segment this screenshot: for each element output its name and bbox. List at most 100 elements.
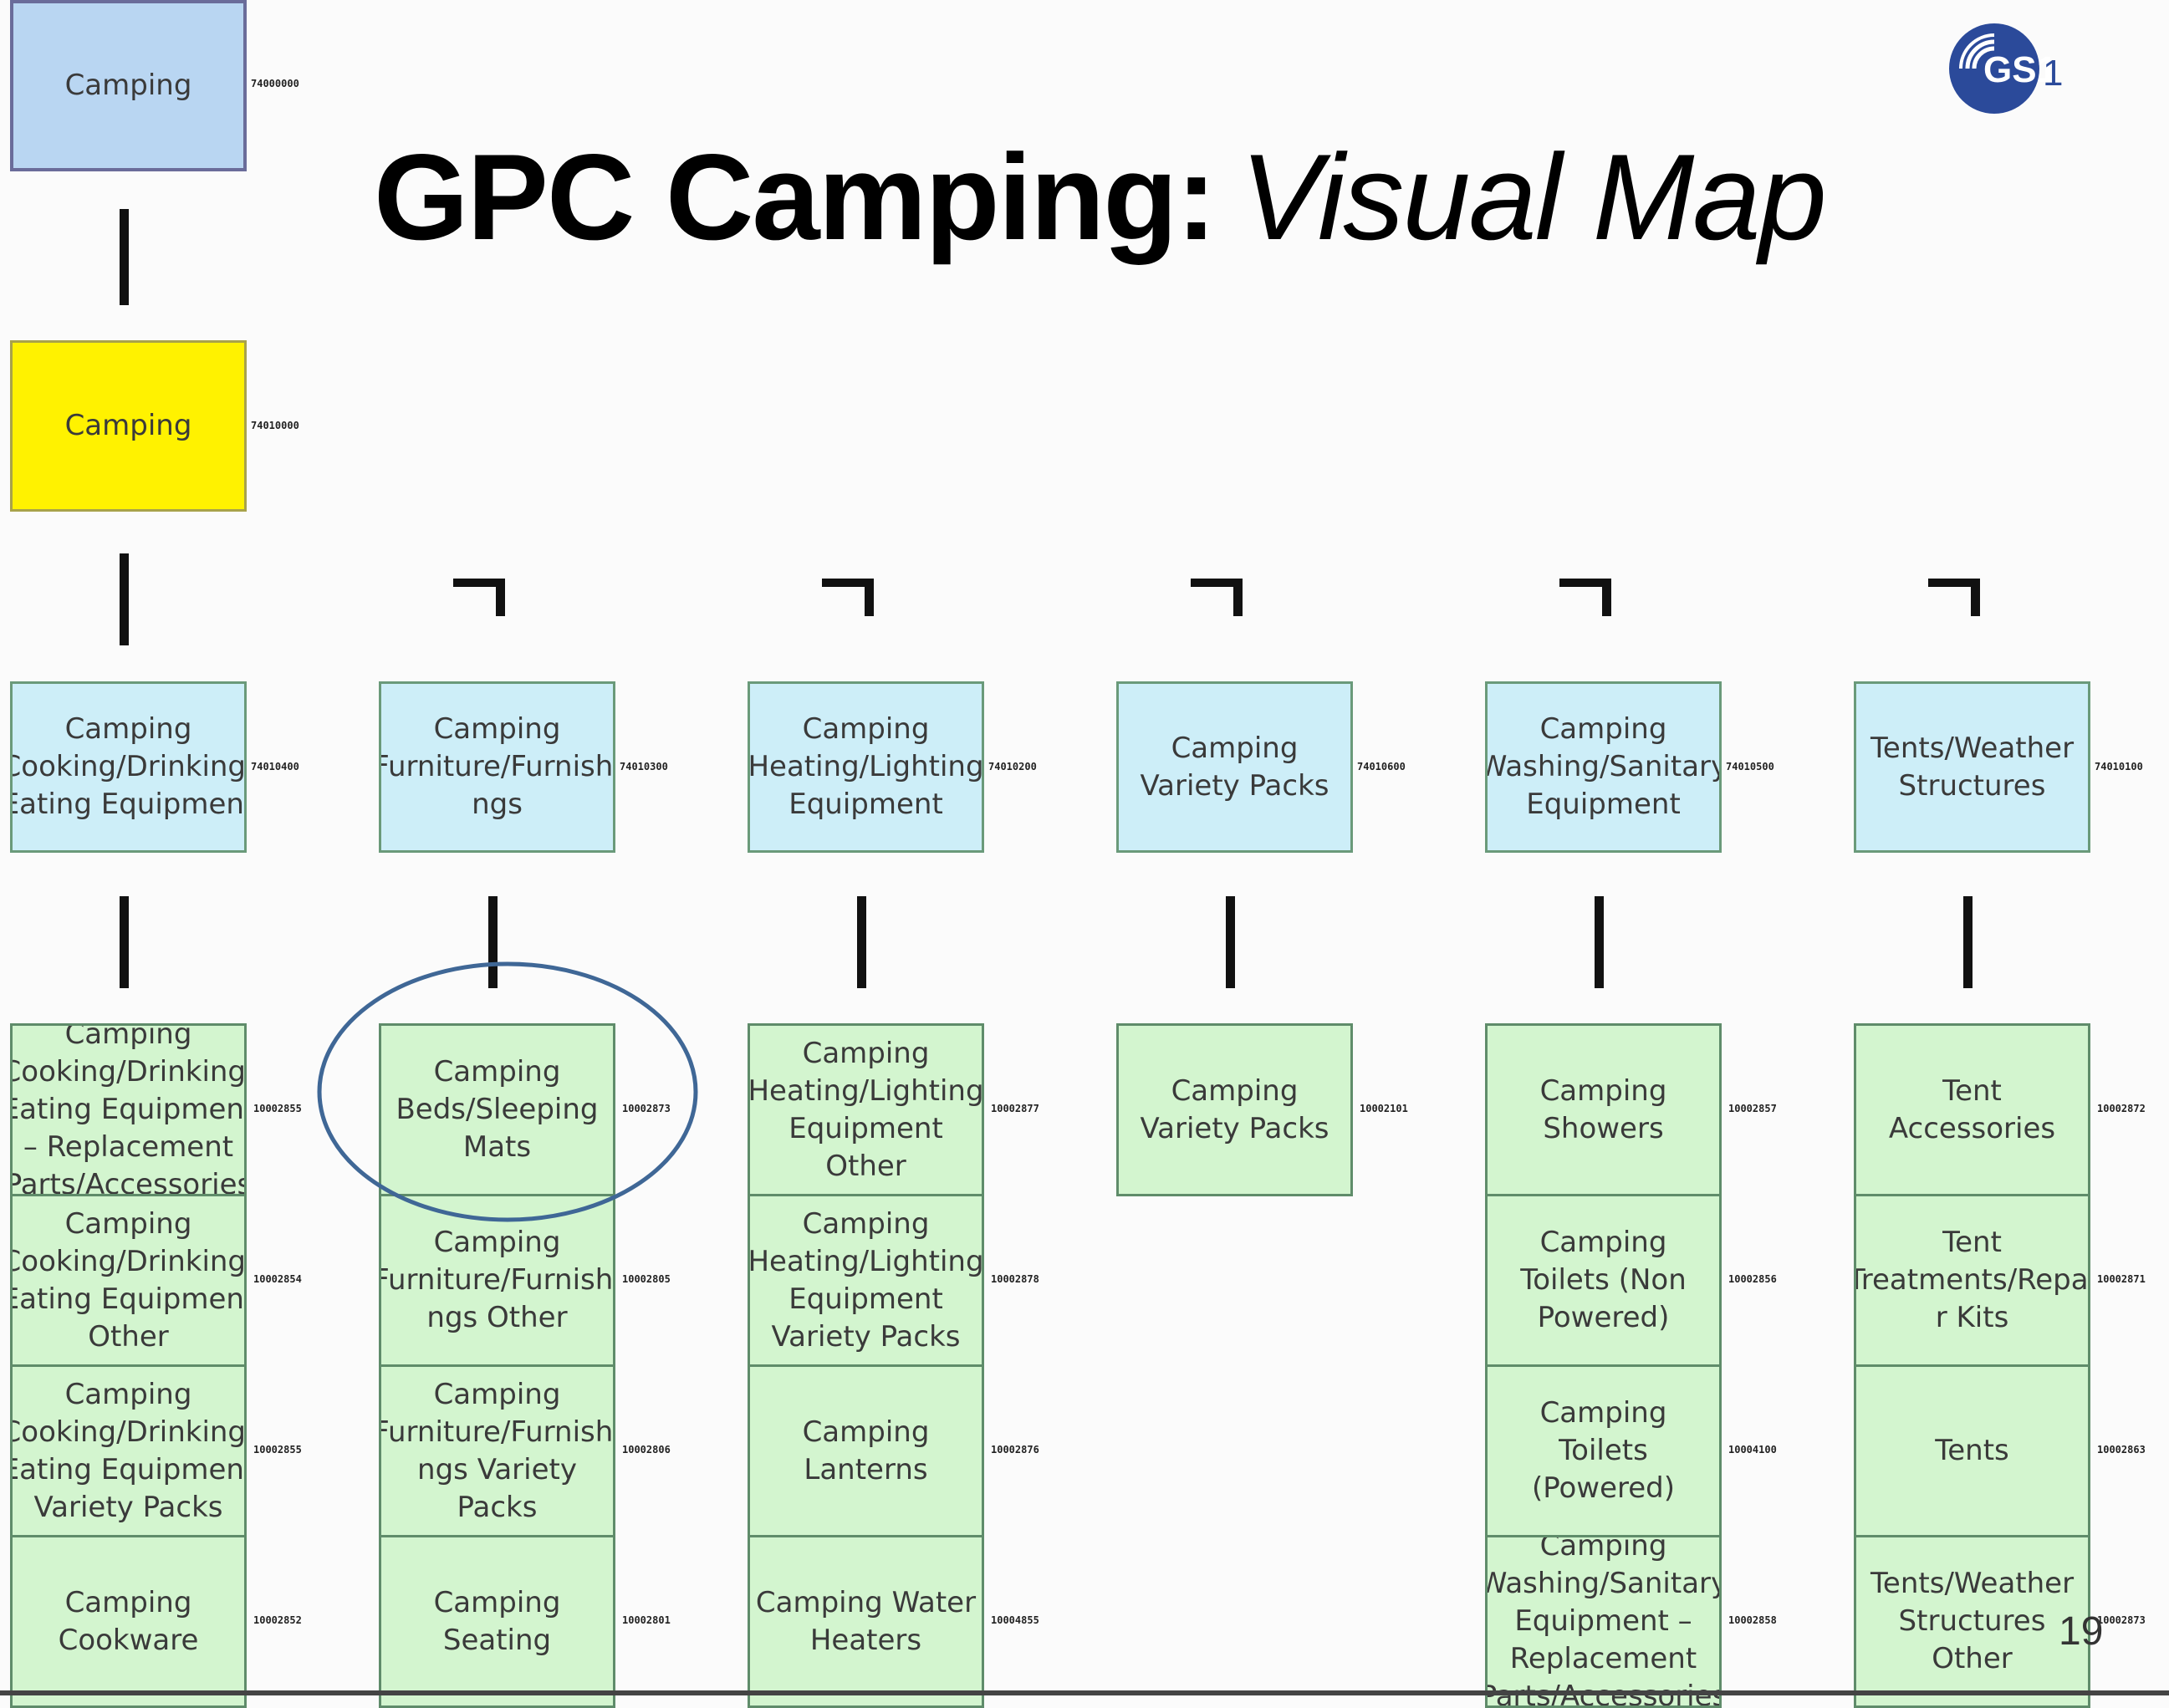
brick-code: 10002876 [991,1444,1039,1456]
connector-line [1963,896,1973,988]
brick-box: Camping Heating/Lighting Equipment Other [748,1023,984,1196]
brick-box: Camping Lanterns [748,1364,984,1537]
brick-code: 10002852 [253,1614,302,1626]
brick-code: 10002806 [622,1444,671,1456]
class-code: 74010200 [988,761,1037,772]
connector-line [857,896,866,988]
class-label: Camping Cooking/Drinking/ Eating Equipme… [10,712,247,821]
title-subtitle: Visual Map [1240,129,1827,265]
bottom-rule [0,1690,2169,1695]
segment-box: Camping [10,0,247,171]
brick-code: 10004855 [991,1614,1039,1626]
brick-code: 10002854 [253,1273,302,1285]
brick-code: 10002873 [2097,1614,2146,1626]
page-title: GPC Camping:Visual Map [374,127,1827,268]
brick-box: Camping Variety Packs [1116,1023,1353,1196]
class-box: Camping Furniture/Furnishi ngs [379,681,615,853]
class-label: Tents/Weather Structures [1870,731,2075,803]
gs1-logo: GS1 1 [1949,23,2063,114]
class-code: 74010400 [251,761,299,772]
gs1-logo-text: GS1 [1983,49,2057,90]
brick-label: Tents/Weather Structures Other [1870,1567,2075,1675]
class-code: 74010100 [2095,761,2143,772]
brick-code: 10002878 [991,1273,1039,1285]
brick-label: Camping Seating [433,1585,561,1657]
class-label: Camping Furniture/Furnishi ngs [379,712,615,821]
brick-code: 10002855 [253,1103,302,1114]
brick-box: Camping Seating [379,1535,615,1708]
brick-box: Camping Furniture/Furnishi ngs Other [379,1194,615,1367]
brick-label: Tents [1935,1434,2009,1467]
brick-box: Camping Beds/Sleeping Mats [379,1023,615,1196]
connector-corner [822,579,874,616]
brick-box: Camping Water Heaters [748,1535,984,1708]
connector-corner [1559,579,1611,616]
connector-corner [1928,579,1980,616]
brick-label: Camping Toilets (Non Powered) [1520,1226,1687,1334]
brick-code: 10002863 [2097,1444,2146,1456]
class-box: Camping Cooking/Drinking/ Eating Equipme… [10,681,247,853]
brick-code: 10002101 [1360,1103,1408,1114]
brick-box: Camping Toilets (Powered) [1485,1364,1722,1537]
connector-corner [453,579,505,616]
brick-label: Camping Toilets (Powered) [1531,1396,1676,1505]
brick-box: Camping Toilets (Non Powered) [1485,1194,1722,1367]
class-box: Camping Washing/Sanitary Equipment [1485,681,1722,853]
brick-label: Camping Variety Packs [1140,1073,1329,1145]
brick-code: 10002855 [253,1444,302,1456]
family-code: 74010000 [251,420,299,431]
gs1-logo-suffix: 1 [2043,53,2063,94]
brick-label: Camping Furniture/Furnishi ngs Other [379,1226,615,1334]
segment-code: 74000000 [251,78,299,89]
brick-code: 10002858 [1728,1614,1777,1626]
brick-box: Tent Accessories [1854,1023,2090,1196]
connector-line [120,209,129,305]
class-code: 74010600 [1357,761,1406,772]
brick-code: 10004100 [1728,1444,1777,1456]
connector-line [1595,896,1604,988]
brick-code: 10002871 [2097,1273,2146,1285]
brick-code: 10002856 [1728,1273,1777,1285]
connector-line [120,553,129,645]
connector-line [488,896,498,988]
class-label: Camping Washing/Sanitary Equipment [1485,712,1722,821]
brick-label: Camping Beds/Sleeping Mats [396,1055,599,1164]
brick-label: Camping Cookware [58,1585,199,1657]
brick-code: 10002873 [622,1103,671,1114]
brick-code: 10002877 [991,1103,1039,1114]
brick-label: Camping Water Heaters [755,1585,977,1657]
brick-code: 10002801 [622,1614,671,1626]
brick-box: Camping Cooking/Drinking/ Eating Equipme… [10,1364,247,1537]
brick-box: Tents/Weather Structures Other [1854,1535,2090,1708]
brick-box: Camping Showers [1485,1023,1722,1196]
brick-box: Camping Washing/Sanitary Equipment – Rep… [1485,1535,1722,1708]
title-main: GPC Camping: [374,129,1217,265]
brick-label: Camping Furniture/Furnishi ngs Variety P… [379,1377,615,1524]
page-number: 19 [2059,1609,2104,1654]
brick-box: Camping Furniture/Furnishi ngs Variety P… [379,1364,615,1537]
class-box: Camping Variety Packs [1116,681,1353,853]
brick-box: Camping Heating/Lighting Equipment Varie… [748,1194,984,1367]
family-box: Camping [10,340,247,512]
brick-label: Tent Accessories [1888,1073,2056,1145]
brick-label: Camping Cooking/Drinking/ Eating Equipme… [10,1206,247,1354]
brick-box: Camping Cooking/Drinking/ Eating Equipme… [10,1194,247,1367]
brick-label: Camping Heating/Lighting Equipment Varie… [748,1206,984,1354]
brick-code: 10002872 [2097,1103,2146,1114]
brick-code: 10002805 [622,1273,671,1285]
brick-box: Camping Cooking/Drinking/ Eating Equipme… [10,1023,247,1196]
class-box: Tents/Weather Structures [1854,681,2090,853]
brick-label: Camping Washing/Sanitary Equipment – Rep… [1485,1535,1722,1708]
brick-label: Tent Treatments/Repai r Kits [1854,1226,2090,1334]
brick-label: Camping Cooking/Drinking/ Eating Equipme… [10,1377,247,1524]
family-label: Camping [64,409,192,442]
class-label: Camping Heating/Lighting Equipment [748,712,984,821]
brick-label: Camping Cooking/Drinking/ Eating Equipme… [10,1023,247,1196]
brick-box: Tent Treatments/Repai r Kits [1854,1194,2090,1367]
segment-label: Camping [64,69,192,102]
class-code: 74010300 [620,761,668,772]
brick-label: Camping Heating/Lighting Equipment Other [748,1036,984,1183]
brick-code: 10002857 [1728,1103,1777,1114]
connector-line [120,896,129,988]
class-box: Camping Heating/Lighting Equipment [748,681,984,853]
